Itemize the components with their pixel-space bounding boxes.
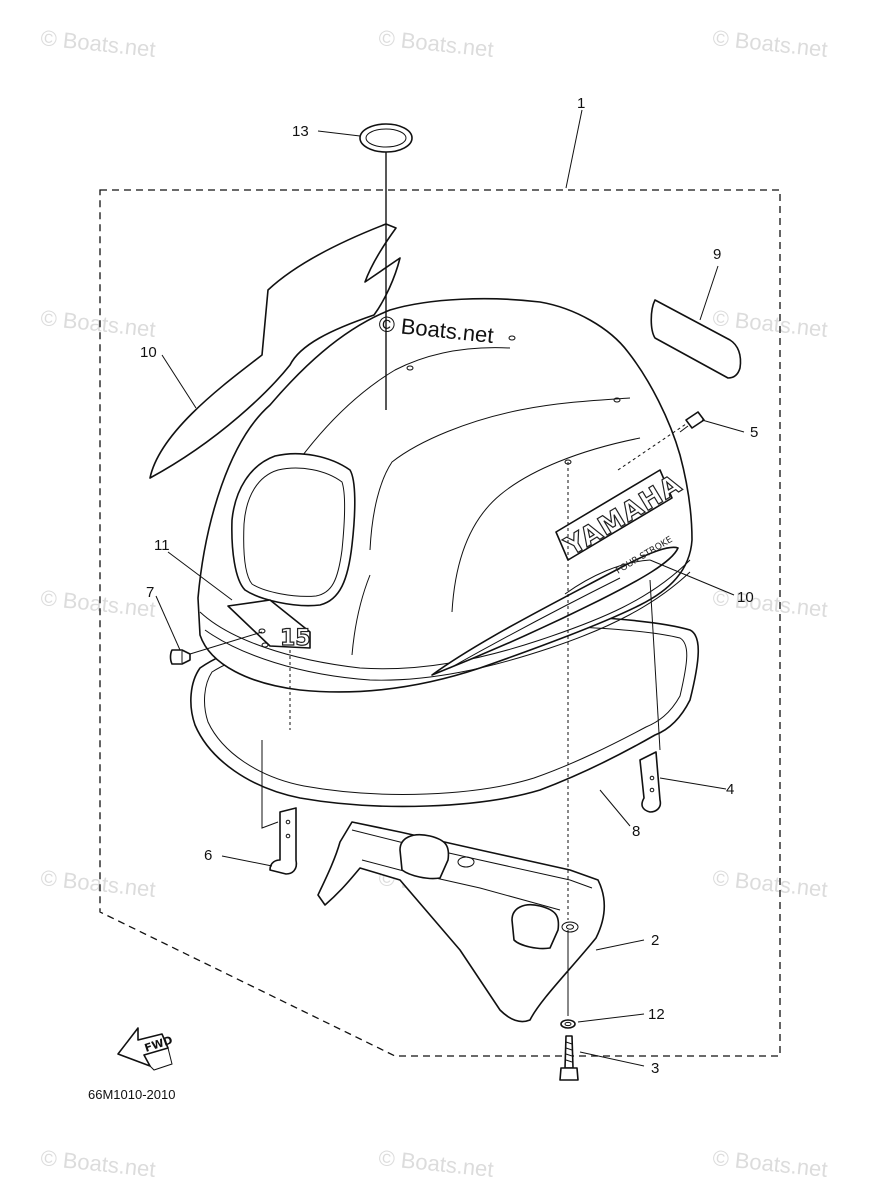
assembly-line-bracket-6 <box>261 740 279 829</box>
callout-2: 2 <box>651 932 659 949</box>
watermark: © Boats.net <box>39 1145 156 1182</box>
part-grommet <box>359 123 413 153</box>
callout-7: 7 <box>146 584 154 601</box>
leader-lines <box>155 109 745 1067</box>
model-badge-text: 15 <box>280 626 311 651</box>
part-top-cowling <box>197 297 693 693</box>
callout-3: 3 <box>651 1060 659 1077</box>
part-pin-7 <box>169 649 191 665</box>
callout-4: 4 <box>726 781 734 798</box>
part-washer-12 <box>560 1019 576 1029</box>
assembly-line-bracket-4 <box>649 579 661 751</box>
part-bracket-6 <box>269 807 298 875</box>
diagram-code: 66M1010-2010 <box>88 1087 175 1102</box>
watermark: © Boats.net <box>711 1145 828 1182</box>
part-rear-decal <box>650 299 742 379</box>
watermark: © Boats.net <box>377 25 494 62</box>
callout-9: 9 <box>713 246 721 263</box>
callout-6: 6 <box>204 847 212 864</box>
part-screw-5 <box>679 411 705 433</box>
callout-10-left: 10 <box>140 344 157 361</box>
part-bracket-4 <box>639 751 662 813</box>
assembly-line-screw <box>617 423 687 471</box>
callout-5: 5 <box>750 424 758 441</box>
watermark: © Boats.net <box>711 25 828 62</box>
part-bolt-3 <box>559 1035 579 1081</box>
watermark: © Boats.net <box>39 305 156 342</box>
fwd-arrow-icon: FWD <box>117 1027 174 1071</box>
callout-8: 8 <box>632 823 640 840</box>
part-base-2 <box>317 821 605 1023</box>
watermark: © Boats.net <box>39 25 156 62</box>
watermark: © Boats.net <box>39 585 156 622</box>
watermark: © Boats.net <box>711 865 828 902</box>
callout-10-right: 10 <box>737 589 754 606</box>
model-badge: 15 <box>227 599 311 652</box>
callouts: 1 2 3 4 5 6 7 8 9 10 10 11 12 13 <box>140 95 758 1077</box>
callout-12: 12 <box>648 1006 665 1023</box>
assembly-boundary <box>99 189 781 1057</box>
watermark: © Boats.net <box>711 305 828 342</box>
callout-11: 11 <box>154 537 170 554</box>
watermark: © Boats.net <box>711 585 828 622</box>
watermark: © Boats.net <box>39 865 156 902</box>
callout-13: 13 <box>292 123 309 140</box>
callout-1: 1 <box>577 95 585 112</box>
assembly-line-pin <box>189 631 263 655</box>
part-stripe-decal-left <box>149 223 401 479</box>
watermark: © Boats.net <box>377 1145 494 1182</box>
